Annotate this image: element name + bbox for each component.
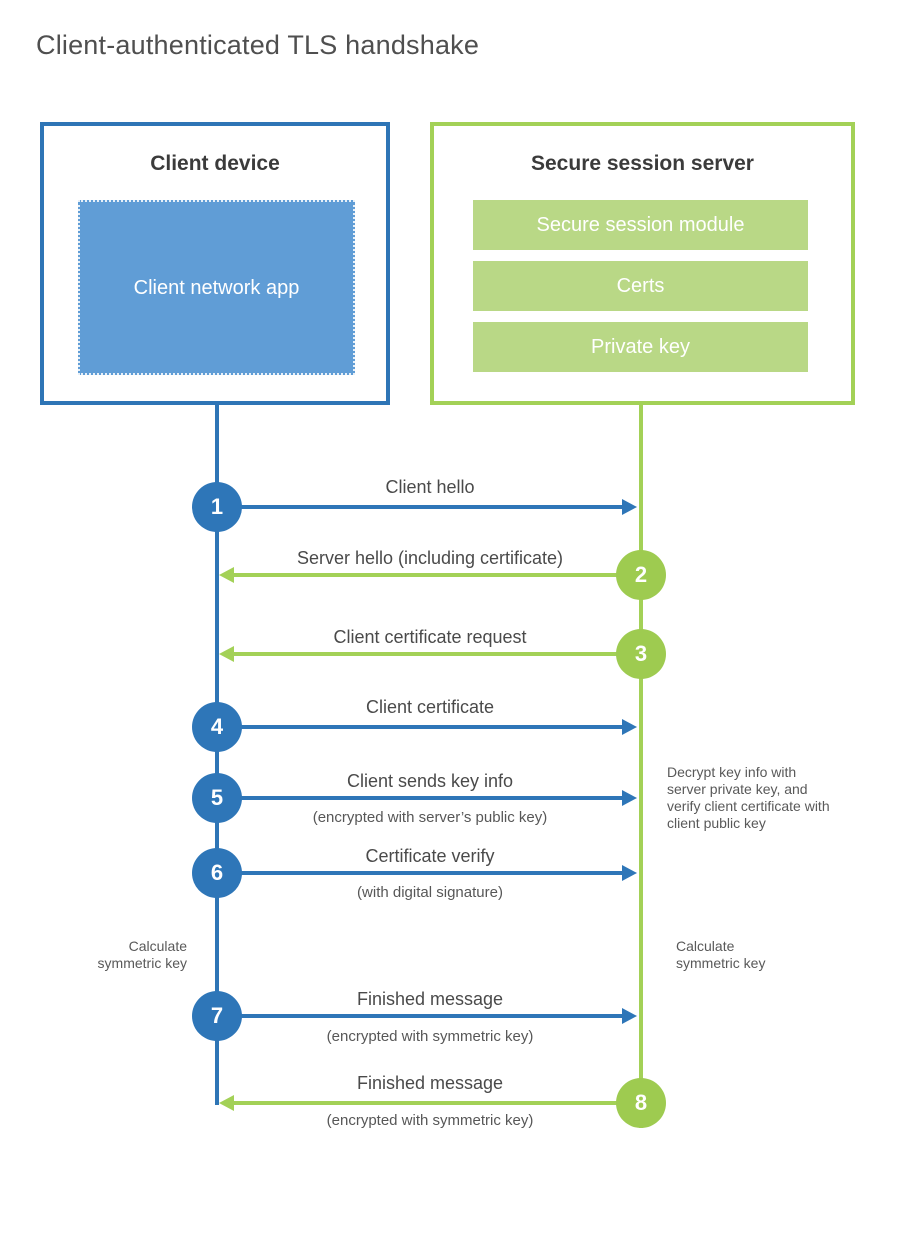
server-private-key-bar: Private key bbox=[473, 322, 808, 372]
step-3-arrow bbox=[230, 652, 618, 656]
step-4-badge: 4 bbox=[192, 702, 242, 752]
secure-session-server-box: Secure session server Secure session mod… bbox=[430, 122, 855, 405]
server-secure-session-module-bar: Secure session module bbox=[473, 200, 808, 250]
step-7-sublabel: (encrypted with symmetric key) bbox=[326, 1028, 534, 1045]
step-8-sublabel: (encrypted with symmetric key) bbox=[326, 1112, 534, 1129]
step-1-label: Client hello bbox=[385, 477, 475, 497]
step-2-arrow bbox=[230, 573, 618, 577]
step-8-arrow bbox=[230, 1101, 618, 1105]
step-5-badge: 5 bbox=[192, 773, 242, 823]
step-6-arrow bbox=[240, 871, 630, 875]
note-calculate-symmetric-key-client: Calculate symmetric key bbox=[97, 938, 187, 971]
step-5-arrowhead-icon bbox=[622, 790, 637, 806]
step-4-arrow bbox=[240, 725, 630, 729]
step-4-arrowhead-icon bbox=[622, 719, 637, 735]
step-3-label: Client certificate request bbox=[333, 627, 527, 647]
step-5-sublabel: (encrypted with server’s public key) bbox=[312, 809, 548, 826]
step-2-label: Server hello (including certificate) bbox=[296, 548, 564, 568]
client-network-app-box: Client network app bbox=[78, 200, 355, 375]
client-device-box: Client device Client network app bbox=[40, 122, 390, 405]
step-2-arrowhead-icon bbox=[219, 567, 234, 583]
step-1-badge: 1 bbox=[192, 482, 242, 532]
step-7-label: Finished message bbox=[356, 989, 504, 1009]
step-7-badge: 7 bbox=[192, 991, 242, 1041]
step-6-sublabel: (with digital signature) bbox=[357, 884, 503, 901]
step-5-arrow bbox=[240, 796, 630, 800]
step-7-arrow bbox=[240, 1014, 630, 1018]
secure-session-server-title: Secure session server bbox=[531, 152, 754, 175]
step-2-badge: 2 bbox=[616, 550, 666, 600]
server-certs-bar: Certs bbox=[473, 261, 808, 311]
step-5-label: Client sends key info bbox=[346, 771, 514, 791]
step-7-arrowhead-icon bbox=[622, 1008, 637, 1024]
step-8-label: Finished message bbox=[356, 1073, 504, 1093]
step-1-arrowhead-icon bbox=[622, 499, 637, 515]
step-6-badge: 6 bbox=[192, 848, 242, 898]
note-decrypt-key-info: Decrypt key info with server private key… bbox=[667, 764, 830, 831]
step-6-arrowhead-icon bbox=[622, 865, 637, 881]
note-calculate-symmetric-key-server: Calculate symmetric key bbox=[676, 938, 766, 971]
client-network-app-label: Client network app bbox=[133, 276, 300, 299]
step-8-arrowhead-icon bbox=[219, 1095, 234, 1111]
step-1-arrow bbox=[240, 505, 630, 509]
page-title: Client-authenticated TLS handshake bbox=[36, 30, 480, 60]
step-6-label: Certificate verify bbox=[365, 846, 495, 866]
step-8-badge: 8 bbox=[616, 1078, 666, 1128]
step-4-label: Client certificate bbox=[365, 697, 495, 717]
client-lifeline bbox=[215, 405, 219, 1105]
server-lifeline bbox=[639, 405, 643, 1128]
step-3-badge: 3 bbox=[616, 629, 666, 679]
step-3-arrowhead-icon bbox=[219, 646, 234, 662]
client-device-title: Client device bbox=[150, 152, 280, 175]
